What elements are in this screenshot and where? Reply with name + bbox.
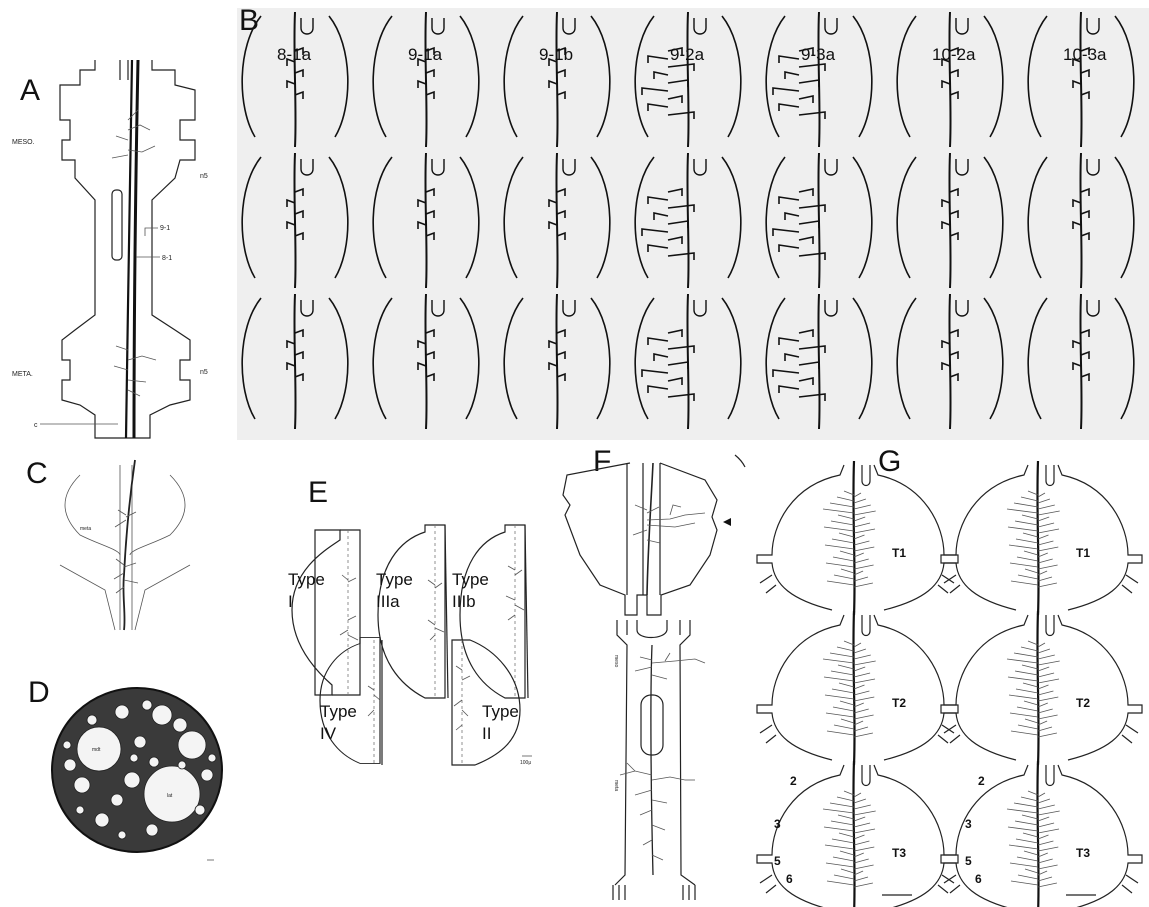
segment-t2: T2 [941, 611, 1142, 765]
ganglion-cell [897, 12, 1003, 147]
panel-c-meta: meta [80, 526, 91, 532]
ganglion-cell [504, 12, 610, 147]
type-iv-cell: Type IV [320, 638, 382, 765]
panel-a: A MESO. META. n5 n5 9-1 8-1 c [0, 60, 230, 440]
panel-f-meso: meso [613, 655, 619, 667]
type-ii-line2: II [482, 724, 491, 743]
ganglion-cell [1028, 12, 1134, 147]
panel-d-lat: lat [167, 793, 173, 799]
type-iiib-cell: Type IIIb [452, 525, 528, 698]
panel-a-meso: MESO. [12, 139, 35, 146]
nerve-3-left: 3 [774, 817, 781, 831]
ganglion-cell [504, 294, 610, 429]
type-iiia-cell: Type IIIa [376, 525, 448, 698]
nerve-5-right: 5 [965, 854, 972, 868]
segment-label: T3 [892, 846, 906, 860]
panel-a-meta: META. [12, 371, 33, 378]
type-i-line1: Type [288, 570, 325, 589]
ganglion-cell [373, 153, 479, 288]
ganglion-cell [635, 294, 741, 429]
ganglion-cell [635, 153, 741, 288]
panel-a-n5-upper: n5 [200, 173, 208, 180]
panel-e-drawing: Type I Type IIIa Type IIIb Type [270, 470, 560, 770]
ganglion-cell [373, 294, 479, 429]
type-iiia-line2: IIIa [376, 592, 400, 611]
panel-f: F meso meta [555, 445, 765, 900]
ganglion-cell [766, 12, 872, 147]
segment-label: T2 [1076, 696, 1090, 710]
type-i-cell: Type I [288, 530, 360, 695]
nerve-2-right: 2 [978, 774, 985, 788]
type-iv-line1: Type [320, 702, 357, 721]
panel-e-scale: 100μ [520, 760, 531, 766]
ganglion-cell [242, 12, 348, 147]
panel-f-meta: meta [613, 780, 619, 791]
panel-d-mdt: mdt [92, 747, 101, 753]
type-i-line2: I [288, 592, 293, 611]
type-ii-line1: Type [482, 702, 519, 721]
panel-f-drawing: meso meta [555, 445, 765, 900]
column-label: 10-3a [1063, 45, 1107, 64]
segment-t2: T2 [757, 611, 958, 765]
panel-a-n5-lower: n5 [200, 369, 208, 376]
segment-label: T3 [1076, 846, 1090, 860]
nerve-5-left: 5 [774, 854, 781, 868]
segment-t1: T1 [757, 461, 958, 615]
ganglion-cell [504, 153, 610, 288]
type-iv-line2: IV [320, 724, 337, 743]
column-label: 10-2a [932, 45, 976, 64]
type-iiib-line2: IIIb [452, 592, 476, 611]
type-iiia-line1: Type [376, 570, 413, 589]
ganglion-cell [242, 153, 348, 288]
panel-a-c: c [34, 422, 38, 429]
ganglion-cell [373, 12, 479, 147]
panel-c: C meta [20, 455, 230, 630]
segment-t3: T3 [941, 761, 1142, 907]
ganglion-cell [897, 153, 1003, 288]
nerve-2-left: 2 [790, 774, 797, 788]
panel-e: E Type I Type IIIa Type IIIb [270, 470, 560, 770]
type-iiib-line1: Type [452, 570, 489, 589]
ganglion-cell [897, 294, 1003, 429]
panel-a-drawing: MESO. META. n5 n5 9-1 8-1 c [0, 60, 230, 440]
panel-c-drawing: meta [20, 455, 230, 630]
nerve-6-left: 6 [786, 872, 793, 886]
panel-d: D mdt [22, 670, 232, 870]
ganglion-cell [242, 294, 348, 429]
ganglion-cell [1028, 153, 1134, 288]
segment-label: T2 [892, 696, 906, 710]
ganglion-cell [1028, 294, 1134, 429]
nerve-3-right: 3 [965, 817, 972, 831]
ganglion-cell [635, 12, 741, 147]
segment-t1: T1 [941, 461, 1142, 615]
panel-d-drawing: mdt lat [22, 670, 232, 870]
segment-label: T1 [1076, 546, 1090, 560]
segment-label: T1 [892, 546, 906, 560]
type-ii-cell: Type II [452, 640, 520, 765]
nerve-6-right: 6 [975, 872, 982, 886]
ganglion-cell [766, 294, 872, 429]
panel-a-91: 9-1 [160, 225, 170, 232]
ganglion-cell [766, 153, 872, 288]
panel-a-81: 8-1 [162, 255, 172, 262]
